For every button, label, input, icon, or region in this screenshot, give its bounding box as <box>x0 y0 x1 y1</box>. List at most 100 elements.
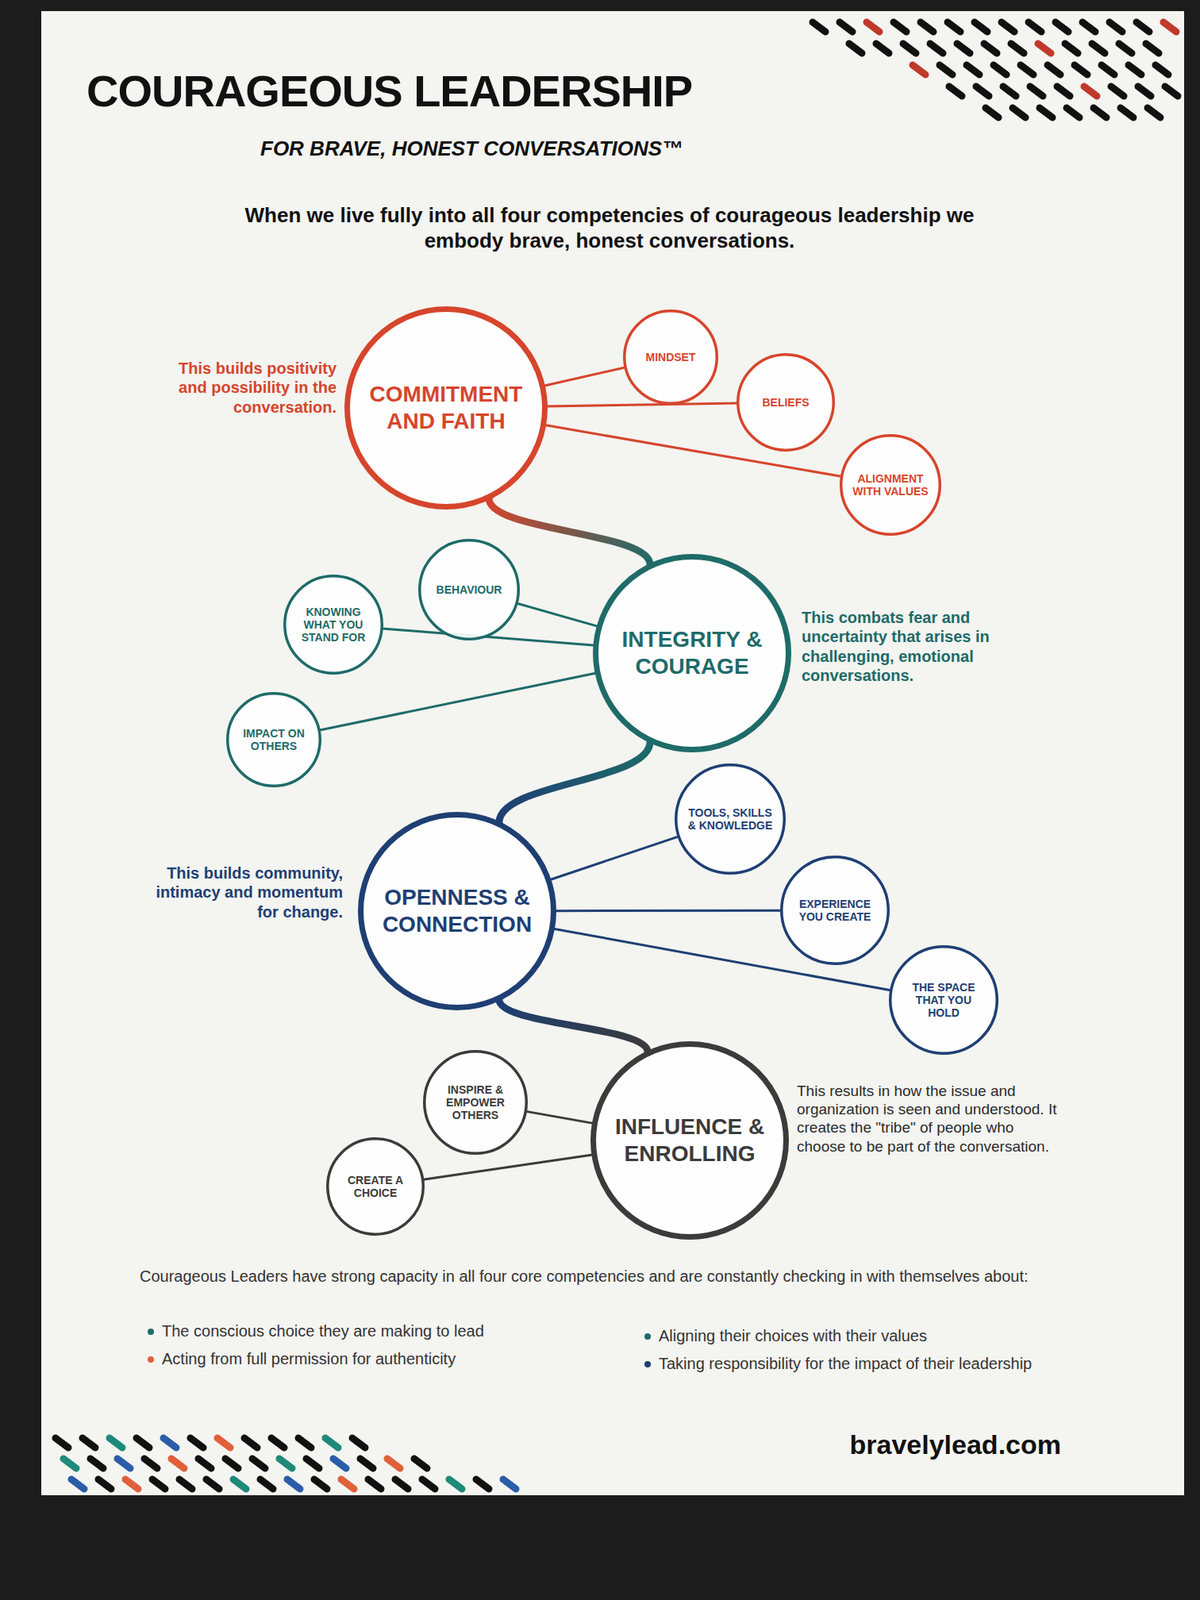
brush-dash <box>1038 43 1051 54</box>
element-name: THE SPACE THAT YOU HOLD <box>900 980 988 1020</box>
brush-dash <box>1057 86 1070 97</box>
brush-dash <box>503 1479 516 1489</box>
bullet-item: Taking responsibility for the impact of … <box>658 1353 1104 1374</box>
circle-text-block: ALIGNMENT WITH VALUES <box>850 472 931 498</box>
brush-dash <box>198 1458 212 1469</box>
brush-dash <box>341 1479 354 1489</box>
brush-dash <box>912 65 926 75</box>
page-title: COURAGEOUS LEADERSHIP <box>86 65 693 117</box>
brush-dash <box>903 43 916 54</box>
brush-dash <box>306 1458 320 1469</box>
circle-text-block: INFLUENCE & ENROLLING <box>606 1113 774 1167</box>
brush-dash <box>171 1458 185 1469</box>
circle-text-block: COMMITMENT AND FAITH <box>362 380 530 435</box>
brush-dash <box>414 1458 427 1469</box>
element-name: IMPACT ON OTHERS <box>235 726 312 753</box>
circle-text-block: EXPERIENCE YOU CREATE <box>791 897 879 924</box>
bullet-dot <box>644 1361 651 1368</box>
competency-note: This combats fear and uncertainty that a… <box>801 607 1056 686</box>
spoke-line <box>549 836 679 881</box>
brush-dash <box>1155 65 1169 75</box>
element-circle: ALIGNMENT WITH VALUES <box>839 434 942 536</box>
brush-dash <box>993 65 1007 75</box>
brush-dash <box>252 1458 266 1469</box>
brush-dash <box>352 1438 366 1448</box>
brush-dash <box>55 1438 69 1448</box>
element-circle: TOOLS, SKILLS & KNOWLEDGE <box>674 763 786 875</box>
brush-dash <box>163 1438 177 1448</box>
brush-dash <box>1147 107 1161 118</box>
circle-text-block: INTEGRITY & COURAGE <box>608 626 776 680</box>
brush-dash <box>206 1479 220 1489</box>
circle-text-block: KNOWING WHAT YOU STAND FOR <box>295 605 372 644</box>
brush-dash <box>849 43 862 54</box>
brush-dash <box>98 1479 112 1489</box>
brush-dash <box>368 1479 381 1489</box>
brush-dash <box>233 1479 247 1489</box>
brush-dash <box>152 1479 166 1489</box>
brush-dash <box>422 1479 435 1489</box>
brush-dash <box>1030 86 1043 97</box>
brush-dash <box>974 22 988 32</box>
brush-dash <box>333 1458 347 1469</box>
bullet-item: Aligning their choices with their values <box>658 1326 1104 1346</box>
element-circle: KNOWING WHAT YOU STAND FOR <box>283 574 384 675</box>
element-circle: INSPIRE & EMPOWER OTHERS <box>423 1050 528 1155</box>
brush-dash <box>449 1479 462 1489</box>
spoke-line <box>526 1111 595 1124</box>
circle-text-block: BEHAVIOUR <box>436 583 503 597</box>
bullet-item: The conscious choice they are making to … <box>161 1321 631 1341</box>
circle-text-block: IMPACT ON OTHERS <box>235 726 312 753</box>
brush-dash <box>966 65 980 75</box>
brush-dash <box>1109 22 1123 32</box>
brush-dash <box>1111 86 1124 97</box>
competency-note: This results in how the issue and organi… <box>796 1081 1059 1156</box>
chain-connector <box>499 741 650 823</box>
circle-text-block: MINDSET <box>646 350 697 364</box>
brush-dashes <box>812 22 1178 118</box>
brush-dash <box>1065 43 1078 54</box>
circle-text-block: CREATE A CHOICE <box>336 1173 416 1200</box>
element-name: BEHAVIOUR <box>436 583 503 597</box>
brush-dash <box>1074 65 1088 75</box>
brush-dash <box>314 1479 327 1489</box>
spoke-line <box>517 603 600 627</box>
brush-dash <box>298 1438 312 1448</box>
brush-dash <box>1128 65 1142 75</box>
bullet-dot <box>147 1328 154 1335</box>
bullet-dot <box>644 1333 651 1340</box>
bullet-dot <box>147 1356 154 1363</box>
brush-dash <box>876 43 889 54</box>
brush-dash <box>271 1438 285 1448</box>
competency-name: INFLUENCE & ENROLLING <box>606 1113 774 1167</box>
website: bravelylead.com <box>823 1428 1062 1462</box>
circle-outline <box>590 1041 789 1240</box>
brush-dash <box>1146 43 1159 54</box>
brush-dash <box>985 107 999 118</box>
brush-dash <box>395 1479 408 1489</box>
brush-dash <box>1101 65 1115 75</box>
footer-text: Courageous Leaders have strong capacity … <box>139 1266 1116 1286</box>
competency-note: This builds positivity and possibility i… <box>169 358 337 417</box>
brush-dash <box>190 1438 204 1448</box>
brush-dash <box>866 22 880 32</box>
brush-dash <box>325 1438 339 1448</box>
competency-circle: COMMITMENT AND FAITH <box>344 306 548 510</box>
bullet-item: Acting from full permission for authenti… <box>161 1349 631 1369</box>
circle-text-block: TOOLS, SKILLS & KNOWLEDGE <box>685 806 775 832</box>
element-name: MINDSET <box>646 350 697 364</box>
competency-circle: OPENNESS & CONNECTION <box>357 811 557 1011</box>
brush-dash <box>1055 22 1069 32</box>
brush-dash <box>812 22 826 32</box>
brush-dash <box>109 1438 123 1448</box>
brush-dash <box>387 1458 400 1469</box>
circle-outline <box>357 811 557 1011</box>
brush-dash <box>1084 86 1097 97</box>
element-name: BELIEFS <box>761 396 809 409</box>
brush-dash <box>217 1438 231 1448</box>
chain-connector <box>499 999 648 1052</box>
brush-dash <box>287 1479 300 1489</box>
brush-dash <box>1066 107 1080 118</box>
brush-dash <box>279 1458 293 1469</box>
